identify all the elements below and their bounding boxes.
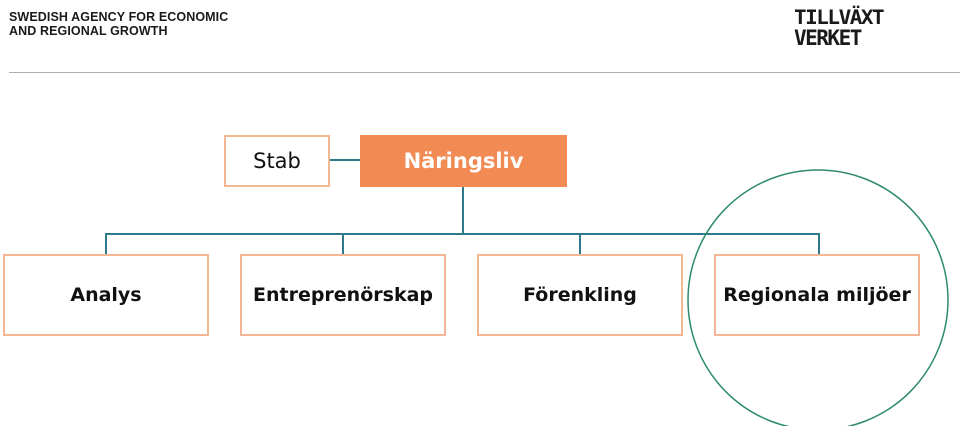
- staff-unit-label: Stab: [253, 149, 301, 173]
- header-divider: [9, 72, 960, 73]
- agency-name-line-2: AND REGIONAL GROWTH: [9, 24, 168, 38]
- department-box-entreprenorskap: Entreprenörskap: [240, 254, 446, 336]
- department-label: Entreprenörskap: [252, 284, 434, 306]
- staff-unit-box: Stab: [224, 135, 330, 187]
- department-label: Regionala miljöer: [723, 284, 911, 306]
- logo-line-1: TILLVÄXT: [794, 6, 885, 29]
- agency-name: SWEDISH AGENCY FOR ECONOMIC AND REGIONAL…: [9, 10, 228, 38]
- tillvaxtverket-logo: TILLVÄXT VERKET: [792, 2, 917, 50]
- agency-name-line-1: SWEDISH AGENCY FOR ECONOMIC: [9, 10, 229, 24]
- highlight-circle: [687, 169, 949, 426]
- department-box-regionala-miljoer: Regionala miljöer: [714, 254, 920, 336]
- main-unit-label: Näringsliv: [403, 149, 524, 173]
- department-label: Förenkling: [523, 284, 637, 306]
- department-box-forenkling: Förenkling: [477, 254, 683, 336]
- department-box-analys: Analys: [3, 254, 209, 336]
- main-unit-box: Näringsliv: [360, 135, 567, 187]
- department-label: Analys: [70, 284, 142, 306]
- logo-line-2: VERKET: [794, 26, 862, 50]
